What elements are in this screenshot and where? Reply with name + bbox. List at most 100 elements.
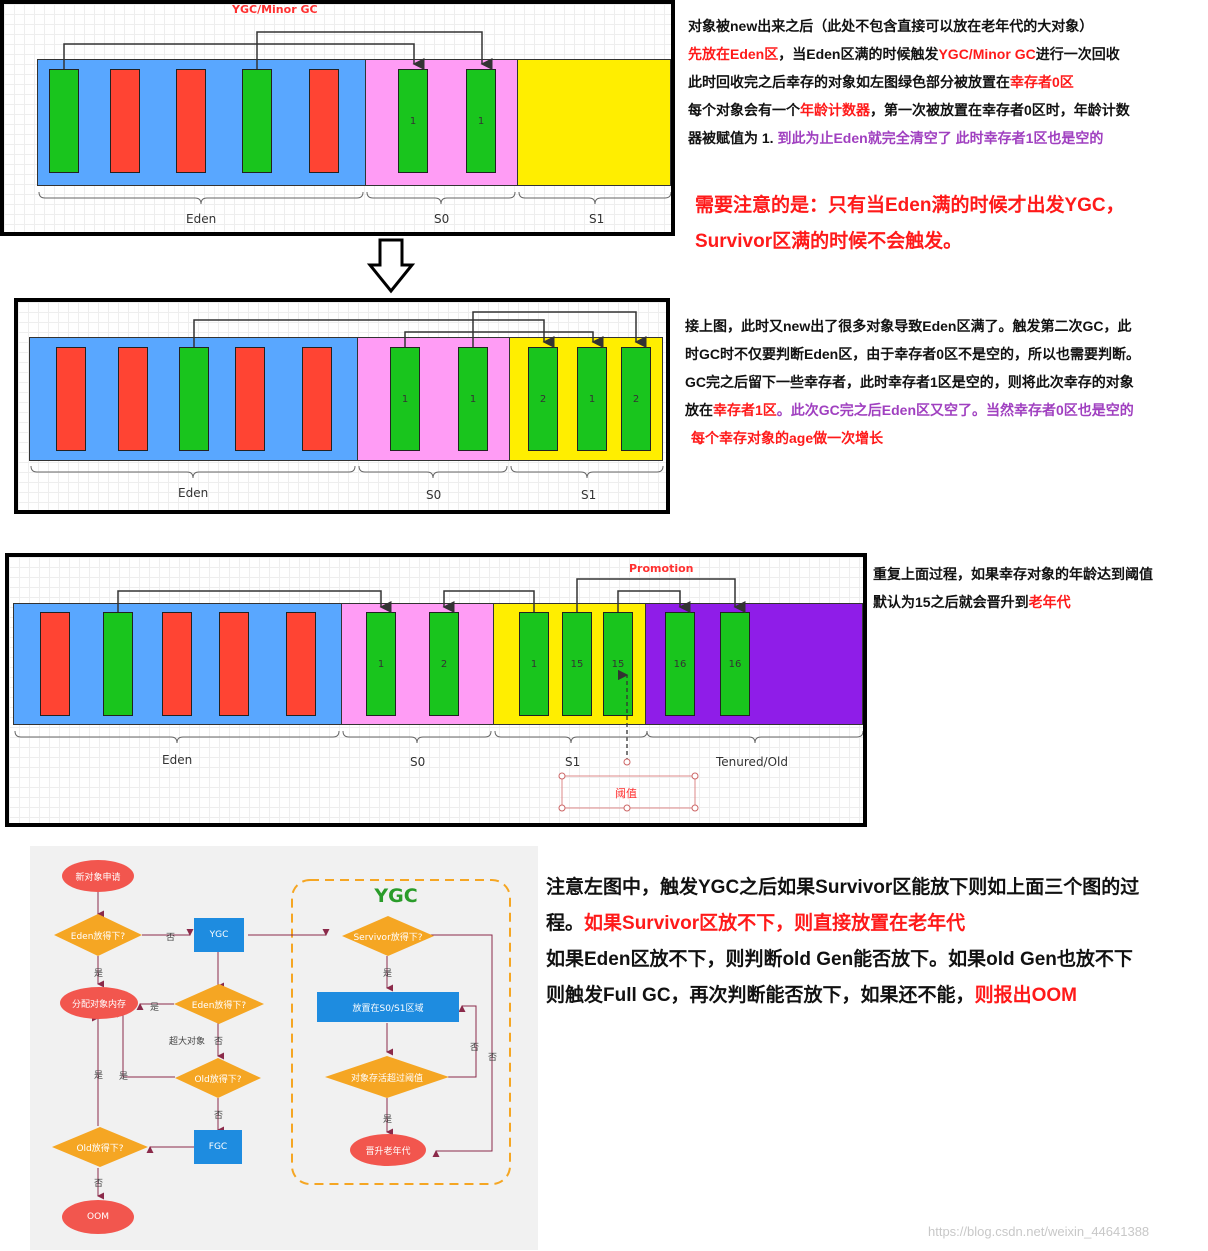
highlight: 则报出OOM bbox=[974, 985, 1077, 1006]
yes-label: 是 bbox=[383, 969, 393, 979]
note-line: 需要注意的是：只有当Eden满的时候才出发YGC， bbox=[695, 195, 1125, 216]
eden-object-live bbox=[49, 69, 79, 173]
diagram-panel-3: Promotion 1 2 1 15 15 16 16 Eden S0 S1 T… bbox=[5, 553, 867, 827]
s1-object: 15 bbox=[562, 612, 592, 716]
s1-object: 2 bbox=[621, 347, 651, 451]
explanation-1: 对象被new出来之后（此处不包含直接可以放在老年代的大对象） 先放在Eden区，… bbox=[688, 12, 1203, 152]
highlight: 幸存者1区 bbox=[713, 402, 777, 418]
place-survivor-node: 放置在S0/S1区域 bbox=[317, 992, 459, 1022]
s0-object: 1 bbox=[398, 69, 428, 173]
gc-flowchart: 新对象申请 Eden放得下? YGC 分配对象内存 Eden放得下? 超大对象 … bbox=[30, 846, 538, 1250]
old-label: Tenured/Old bbox=[716, 755, 788, 769]
s1-label: S1 bbox=[565, 755, 581, 769]
eden-object-dead bbox=[235, 347, 265, 451]
diagram-panel-2: 1 1 2 1 2 Eden S0 S1 bbox=[14, 298, 670, 514]
ygc-node: YGC bbox=[194, 918, 244, 952]
eden-object-dead bbox=[309, 69, 339, 173]
no-label: 否 bbox=[470, 1043, 480, 1053]
oom-node: OOM bbox=[62, 1200, 134, 1234]
ygc-group-title: YGC bbox=[374, 885, 418, 907]
eden-label: Eden bbox=[186, 212, 217, 226]
eden-object-dead bbox=[302, 347, 332, 451]
text-span: 每个对象会有一个 bbox=[688, 102, 800, 118]
note-1: 需要注意的是：只有当Eden满的时候才出发YGC， Survivor区满的时候不… bbox=[695, 188, 1205, 260]
eden-object-dead bbox=[40, 612, 70, 716]
highlight: 如果Survivor区放不下，则直接放置在老年代 bbox=[584, 913, 966, 934]
s1-object: 15 bbox=[603, 612, 633, 716]
s0-object: 1 bbox=[466, 69, 496, 173]
explanation-1-line: 对象被new出来之后（此处不包含直接可以放在老年代的大对象） bbox=[688, 18, 1094, 34]
eden-object-dead bbox=[219, 612, 249, 716]
explanation-3: 重复上面过程，如果幸存对象的年龄达到阈值 默认为15之后就会晋升到老年代 bbox=[873, 560, 1203, 616]
no-label: 否 bbox=[488, 1053, 498, 1063]
highlight: 老年代 bbox=[1028, 594, 1071, 610]
explanation-2-line: GC完之后留下一些幸存者，此时幸存者1区是空的，则将此次幸存的对象 bbox=[685, 374, 1134, 390]
eden-label: Eden bbox=[178, 486, 209, 500]
explanation-3-line: 默认为15之后就会晋升到老年代 bbox=[873, 588, 1203, 616]
yes-label: 是 bbox=[150, 1003, 160, 1013]
s1-label: S1 bbox=[589, 212, 605, 226]
explanation-4-line: 如果Eden区放不下，则判断old Gen能否放下。如果old Gen也放不下 bbox=[546, 949, 1133, 970]
down-arrow-icon bbox=[366, 238, 416, 294]
text-span: 器被赋值为 1. bbox=[688, 130, 774, 146]
explanation-4: 注意左图中，触发YGC之后如果Survivor区能放下则如上面三个图的过 程。如… bbox=[546, 870, 1206, 1014]
eden-object-live bbox=[103, 612, 133, 716]
old-object: 16 bbox=[665, 612, 695, 716]
explanation-2-line: 每个幸存对象的age做一次增长 bbox=[691, 430, 884, 446]
s0-object: 1 bbox=[458, 347, 488, 451]
explanation-1-line: 此时回收完之后幸存的对象如左图绿色部分被放置在幸存者0区 bbox=[688, 68, 1203, 96]
explanation-3-line: 重复上面过程，如果幸存对象的年龄达到阈值 bbox=[873, 566, 1153, 582]
text-span: ，第一次被放置在幸存者0区时，年龄计数 bbox=[870, 102, 1130, 118]
yes-label: 是 bbox=[94, 969, 104, 979]
eden-object-dead bbox=[286, 612, 316, 716]
highlight: 先放在Eden区 bbox=[688, 46, 779, 62]
watermark: https://blog.csdn.net/weixin_44641388 bbox=[928, 1224, 1150, 1239]
text-span: 程。 bbox=[546, 913, 585, 934]
no-label: 否 bbox=[214, 1037, 224, 1047]
text-span: 此时回收完之后幸存的对象如左图绿色部分被放置在 bbox=[688, 74, 1010, 90]
s0-label: S0 bbox=[426, 488, 442, 502]
s1-object: 1 bbox=[577, 347, 607, 451]
yes-label: 是 bbox=[383, 1115, 393, 1125]
explanation-2: 接上图，此时又new出了很多对象导致Eden区满了。触发第二次GC，此 时GC时… bbox=[685, 312, 1205, 452]
explanation-2-line: 接上图，此时又new出了很多对象导致Eden区满了。触发第二次GC，此 bbox=[685, 318, 1132, 334]
eden-object-dead bbox=[176, 69, 206, 173]
s0-object: 2 bbox=[429, 612, 459, 716]
s1-object: 1 bbox=[519, 612, 549, 716]
text-span: ，当Eden区满的时候触发 bbox=[778, 46, 939, 62]
s0-region bbox=[341, 603, 495, 725]
explanation-1-line: 先放在Eden区，当Eden区满的时候触发YGC/Minor GC进行一次回收 bbox=[688, 40, 1203, 68]
s1-region bbox=[517, 59, 671, 186]
new-object-node: 新对象申请 bbox=[62, 860, 134, 892]
s0-label: S0 bbox=[434, 212, 450, 226]
explanation-1-line: 每个对象会有一个年龄计数器，第一次被放置在幸存者0区时，年龄计数 bbox=[688, 96, 1203, 124]
ygc-title: YGC/Minor GC bbox=[232, 3, 318, 16]
highlight: 幸存者0区 bbox=[1010, 74, 1074, 90]
fgc-node: FGC bbox=[194, 1130, 242, 1164]
highlight: 。此次GC完之后Eden区又空了。当然幸存者0区也是空的 bbox=[776, 402, 1134, 418]
note-line: Survivor区满的时候不会触发。 bbox=[695, 231, 963, 252]
old-object: 16 bbox=[720, 612, 750, 716]
no-label: 否 bbox=[166, 933, 176, 943]
no-label: 否 bbox=[214, 1111, 224, 1121]
text-span: 进行一次回收 bbox=[1035, 46, 1120, 62]
explanation-4-line: 则触发Full GC，再次判断能否放下，如果还不能，则报出OOM bbox=[546, 978, 1206, 1014]
s0-label: S0 bbox=[410, 755, 426, 769]
allocate-node: 分配对象内存 bbox=[60, 987, 138, 1019]
explanation-4-line: 程。如果Survivor区放不下，则直接放置在老年代 bbox=[546, 906, 1206, 942]
diagram-panel-1: YGC/Minor GC 1 1 Eden S0 S1 bbox=[0, 0, 675, 236]
yes-label: 是 bbox=[119, 1072, 129, 1082]
s1-object: 2 bbox=[528, 347, 558, 451]
eden-label: Eden bbox=[162, 753, 193, 767]
threshold-label: 阈值 bbox=[615, 787, 637, 800]
text-span: 则触发Full GC，再次判断能否放下，如果还不能， bbox=[546, 985, 975, 1006]
eden-object-live bbox=[179, 347, 209, 451]
explanation-4-line: 注意左图中，触发YGC之后如果Survivor区能放下则如上面三个图的过 bbox=[546, 877, 1140, 898]
highlight: 到此为止Eden就完全清空了 此时幸存者1区也是空的 bbox=[777, 130, 1104, 146]
eden-object-dead bbox=[162, 612, 192, 716]
yes-label: 是 bbox=[94, 1071, 104, 1081]
highlight: 年龄计数器 bbox=[800, 102, 870, 118]
s0-object: 1 bbox=[366, 612, 396, 716]
no-label: 否 bbox=[94, 1179, 104, 1189]
highlight: YGC/Minor GC bbox=[938, 46, 1036, 62]
